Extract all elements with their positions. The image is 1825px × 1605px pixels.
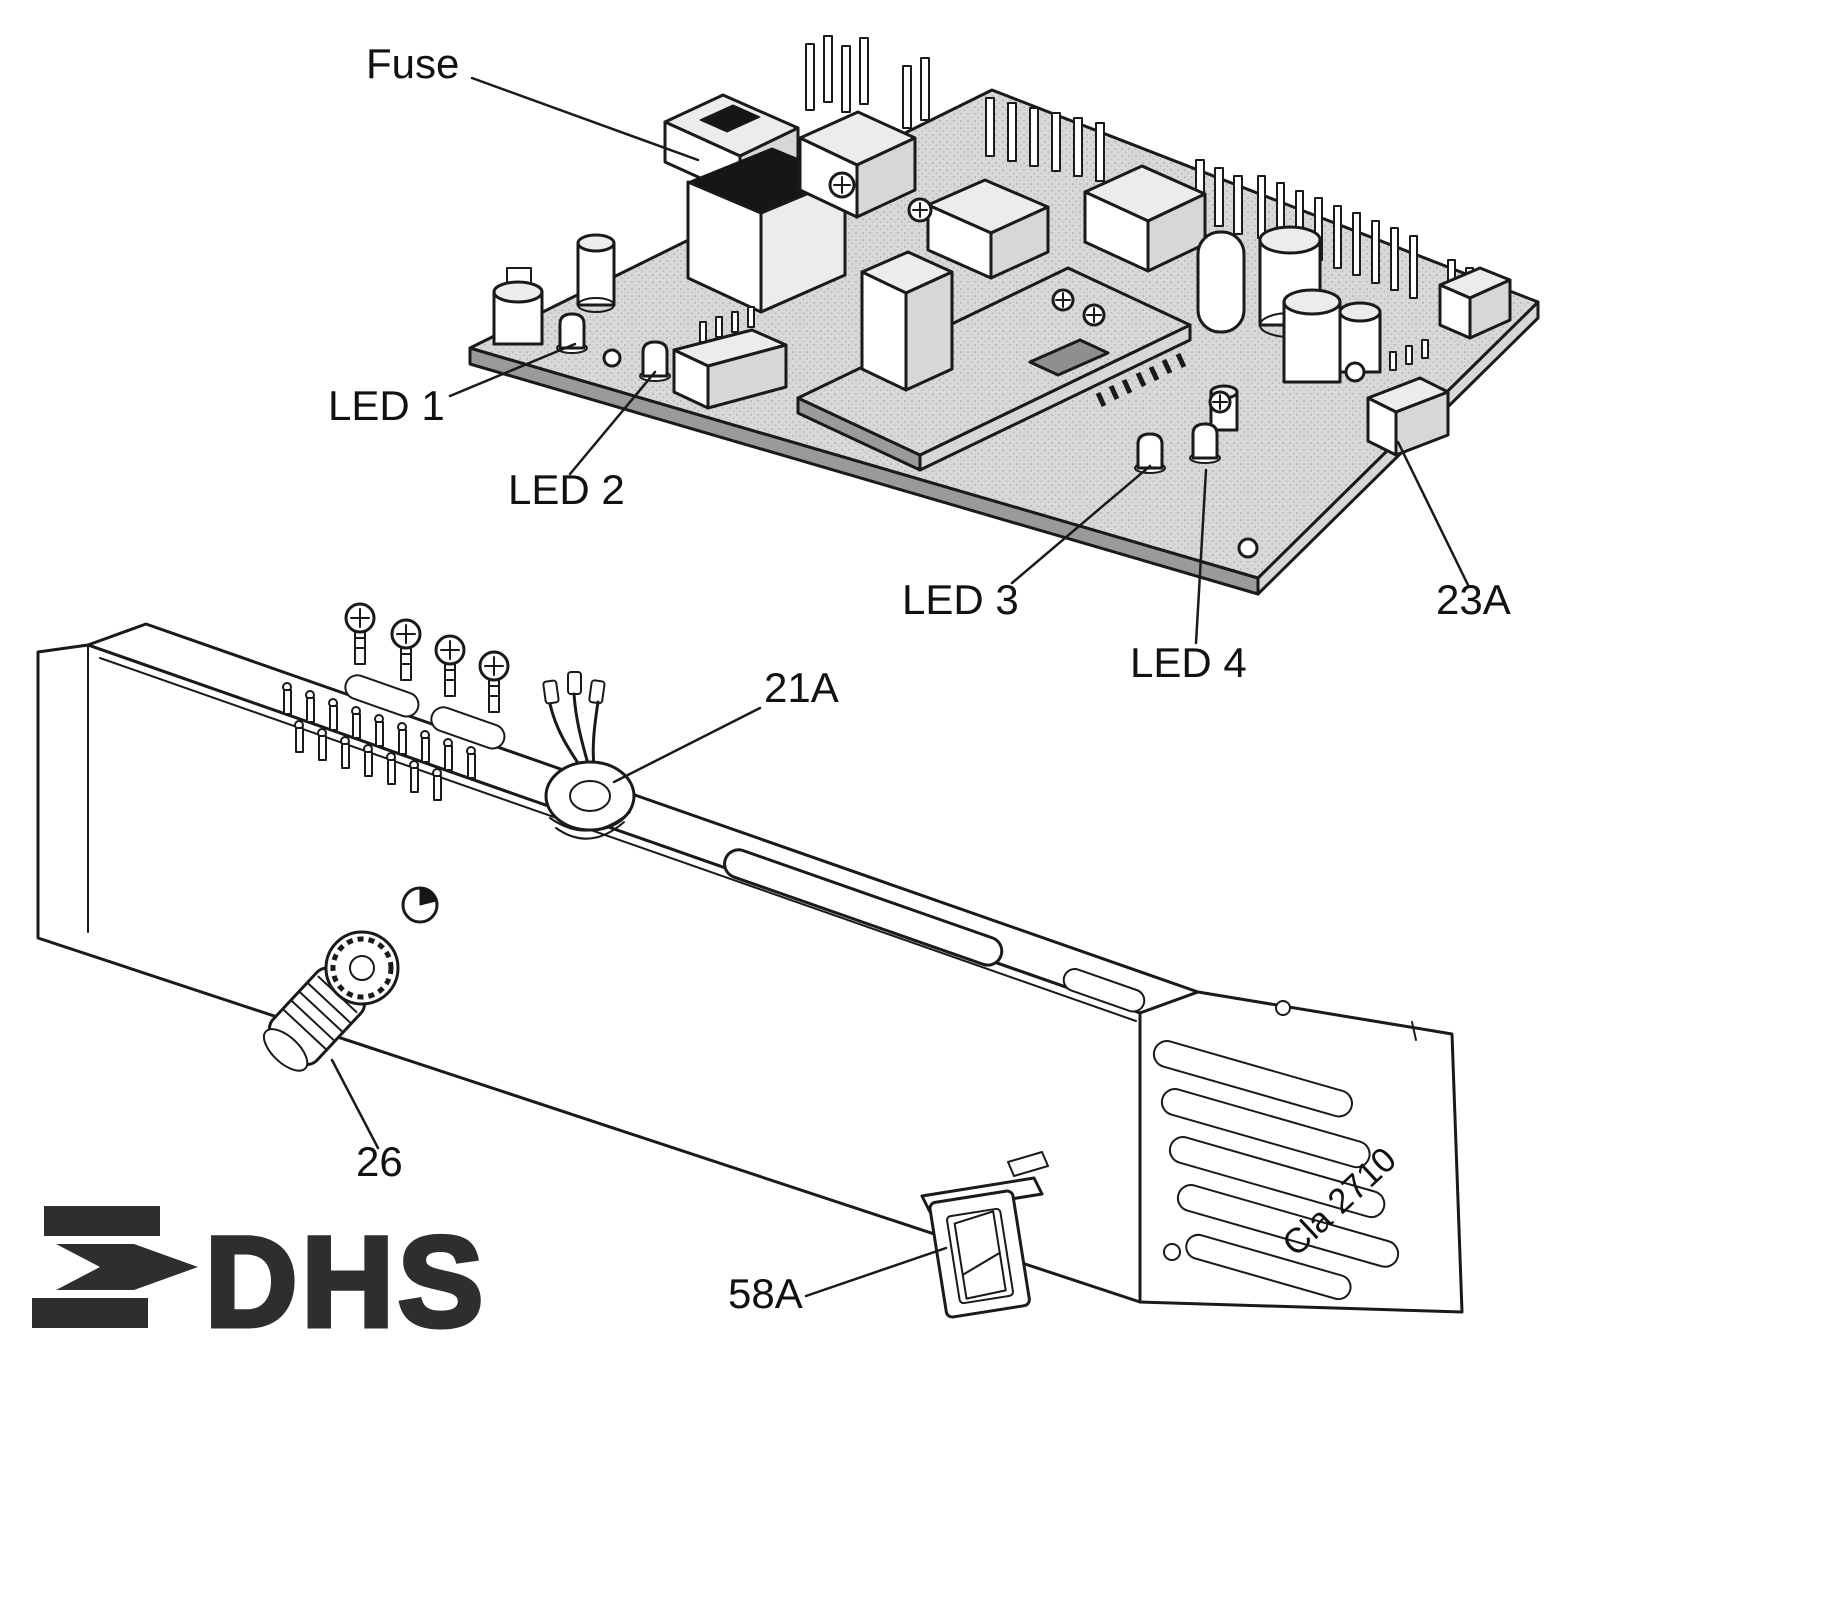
grommet-21a xyxy=(542,671,636,840)
chip xyxy=(1028,338,1110,377)
potentiometer-26 xyxy=(262,930,400,1072)
led-4 xyxy=(1189,422,1221,464)
vent-slot xyxy=(1185,1233,1352,1301)
dhs-arrow-icon xyxy=(32,1206,198,1328)
plate-hole xyxy=(1275,1000,1291,1016)
vent-slot xyxy=(1160,1088,1371,1169)
capacitor-big-2 xyxy=(1282,288,1342,384)
capacitor-small-left xyxy=(576,233,616,313)
connector-23a xyxy=(1366,339,1450,457)
label-fuse: Fuse xyxy=(366,40,459,87)
fuse-slot xyxy=(699,104,761,133)
panel-base-plate: Cla 2710 xyxy=(1138,990,1464,1314)
label-led-1: LED 1 xyxy=(328,382,445,429)
led-1 xyxy=(556,312,588,354)
led-2 xyxy=(639,340,671,382)
handle-slot xyxy=(723,848,1004,967)
small-slot xyxy=(1062,968,1146,1013)
label-23a: 23A xyxy=(1436,576,1511,623)
label-led-3: LED 3 xyxy=(902,576,1019,623)
capacitor-left-2 xyxy=(492,267,544,346)
edge-connector xyxy=(1095,352,1187,408)
flange-pin-row-1 xyxy=(282,682,476,779)
panel-leader-lines xyxy=(330,706,948,1298)
panel-illustration: Cla 2710 xyxy=(36,602,1464,1319)
pcb-illustration: Fuse LED 1 LED 2 LED 3 LED 4 23A xyxy=(328,35,1540,686)
vent-slot xyxy=(1168,1136,1386,1219)
label-led-2: LED 2 xyxy=(508,466,625,513)
relay-3 xyxy=(1083,164,1207,273)
cylinder-component xyxy=(1196,230,1246,334)
rocker-switch-58a xyxy=(920,1151,1049,1319)
pcb-leader-lines xyxy=(448,76,1470,645)
mounting-hole xyxy=(1237,537,1259,559)
dhs-logo: DHS xyxy=(32,1206,487,1357)
pin-header-c xyxy=(985,97,1105,182)
vent-slot xyxy=(1176,1184,1400,1268)
connector-right-edge xyxy=(1438,266,1512,340)
label-21a: 21A xyxy=(764,664,839,711)
connector-bottom-left xyxy=(672,306,788,410)
relay-2 xyxy=(926,178,1050,280)
dhs-logo-text: DHS xyxy=(205,1211,487,1354)
pin-header-e xyxy=(1257,175,1418,299)
plate-hole xyxy=(1163,1243,1181,1261)
flange-pin-row-2 xyxy=(294,720,442,801)
mounting-hole xyxy=(602,348,622,368)
label-26: 26 xyxy=(356,1138,403,1185)
flange-screws xyxy=(344,602,510,750)
label-58a: 58A xyxy=(728,1270,803,1317)
mounting-hole xyxy=(1344,361,1366,383)
pcb-screws xyxy=(828,171,1232,414)
index-hole xyxy=(401,886,439,924)
vent-slot xyxy=(1152,1040,1353,1118)
pin-header-a xyxy=(805,35,869,113)
capacitor-big-3 xyxy=(1338,301,1382,374)
led-3 xyxy=(1134,432,1166,474)
label-led-4: LED 4 xyxy=(1130,639,1247,686)
pin-header-b xyxy=(902,57,930,129)
